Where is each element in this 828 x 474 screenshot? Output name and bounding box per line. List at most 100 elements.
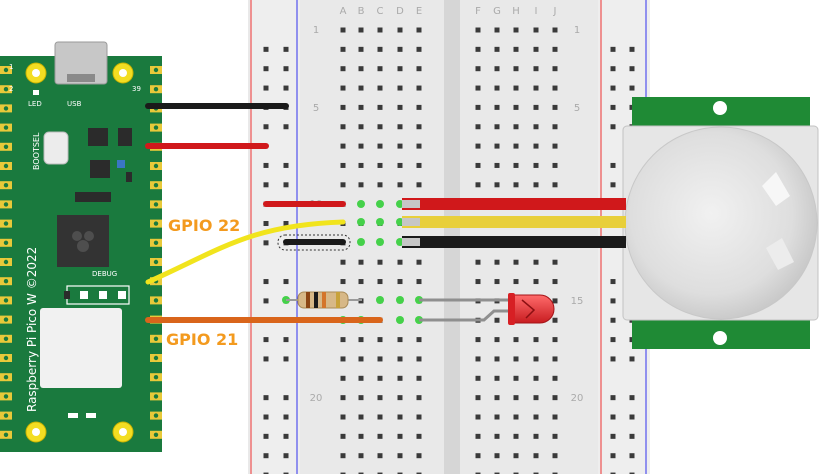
breadboard-hole[interactable] (513, 337, 519, 343)
breadboard-hole[interactable] (552, 337, 558, 343)
breadboard-hole[interactable] (552, 414, 558, 420)
breadboard-hole[interactable] (358, 356, 364, 362)
breadboard-hole[interactable] (416, 337, 422, 343)
breadboard-hole[interactable] (533, 124, 539, 130)
breadboard-hole[interactable] (475, 143, 481, 149)
breadboard-hole[interactable] (552, 395, 558, 401)
rail-hole[interactable] (263, 240, 269, 246)
breadboard-hole[interactable] (494, 414, 500, 420)
breadboard-hole[interactable] (475, 104, 481, 110)
rail-hole[interactable] (263, 395, 269, 401)
breadboard-hole[interactable] (377, 337, 383, 343)
breadboard-hole[interactable] (377, 472, 383, 474)
rail-hole[interactable] (629, 453, 635, 459)
breadboard-hole[interactable] (397, 375, 403, 381)
breadboard-hole[interactable] (552, 46, 558, 52)
breadboard-hole[interactable] (552, 182, 558, 188)
breadboard-hole[interactable] (358, 472, 364, 474)
breadboard-hole[interactable] (475, 259, 481, 265)
rail-hole[interactable] (283, 162, 289, 168)
breadboard-hole[interactable] (552, 472, 558, 474)
rail-hole[interactable] (283, 433, 289, 439)
rail-hole[interactable] (263, 182, 269, 188)
breadboard-hole[interactable] (416, 414, 422, 420)
breadboard-hole[interactable] (552, 85, 558, 91)
breadboard-hole[interactable] (358, 375, 364, 381)
breadboard-hole[interactable] (552, 259, 558, 265)
rail-hole[interactable] (610, 453, 616, 459)
breadboard-hole[interactable] (358, 85, 364, 91)
breadboard-hole[interactable] (397, 279, 403, 285)
breadboard-hole[interactable] (494, 124, 500, 130)
breadboard-hole[interactable] (358, 124, 364, 130)
rail-hole[interactable] (263, 66, 269, 72)
rail-hole[interactable] (629, 395, 635, 401)
breadboard-hole[interactable] (340, 162, 346, 168)
breadboard-hole[interactable] (552, 356, 558, 362)
breadboard-hole[interactable] (416, 433, 422, 439)
breadboard-hole[interactable] (377, 143, 383, 149)
rail-hole[interactable] (263, 453, 269, 459)
rail-hole[interactable] (263, 46, 269, 52)
breadboard-hole[interactable] (494, 472, 500, 474)
rail-hole[interactable] (610, 356, 616, 362)
breadboard-hole[interactable] (397, 162, 403, 168)
rail-hole[interactable] (610, 298, 616, 304)
breadboard-hole[interactable] (552, 124, 558, 130)
breadboard-hole[interactable] (513, 162, 519, 168)
breadboard-hole[interactable] (552, 27, 558, 33)
breadboard-hole[interactable] (416, 472, 422, 474)
breadboard-hole[interactable] (552, 433, 558, 439)
breadboard-hole[interactable] (340, 104, 346, 110)
breadboard-hole[interactable] (397, 337, 403, 343)
breadboard-hole[interactable] (416, 395, 422, 401)
breadboard-hole[interactable] (340, 279, 346, 285)
rail-hole[interactable] (283, 85, 289, 91)
rail-hole[interactable] (610, 124, 616, 130)
breadboard-hole[interactable] (533, 453, 539, 459)
breadboard-hole[interactable] (533, 143, 539, 149)
rail-hole[interactable] (610, 337, 616, 343)
breadboard-hole[interactable] (377, 162, 383, 168)
breadboard-hole[interactable] (533, 162, 539, 168)
breadboard-hole[interactable] (377, 85, 383, 91)
breadboard-hole[interactable] (494, 259, 500, 265)
breadboard-hole[interactable] (533, 66, 539, 72)
breadboard-hole[interactable] (533, 46, 539, 52)
breadboard-hole[interactable] (475, 337, 481, 343)
breadboard-hole[interactable] (397, 143, 403, 149)
breadboard-hole[interactable] (494, 375, 500, 381)
rail-hole[interactable] (283, 46, 289, 52)
rail-hole[interactable] (283, 356, 289, 362)
breadboard-hole[interactable] (377, 182, 383, 188)
breadboard-hole[interactable] (358, 433, 364, 439)
breadboard-hole[interactable] (494, 66, 500, 72)
breadboard-hole[interactable] (475, 46, 481, 52)
breadboard-hole[interactable] (397, 259, 403, 265)
breadboard-hole[interactable] (416, 85, 422, 91)
breadboard-hole[interactable] (533, 375, 539, 381)
breadboard-hole[interactable] (358, 46, 364, 52)
breadboard-hole[interactable] (377, 124, 383, 130)
breadboard-hole[interactable] (552, 279, 558, 285)
breadboard-hole[interactable] (513, 27, 519, 33)
breadboard-hole[interactable] (416, 279, 422, 285)
rail-hole[interactable] (610, 85, 616, 91)
breadboard-hole[interactable] (416, 259, 422, 265)
breadboard-hole[interactable] (358, 259, 364, 265)
breadboard-hole[interactable] (416, 104, 422, 110)
breadboard-hole[interactable] (377, 279, 383, 285)
rail-hole[interactable] (263, 414, 269, 420)
breadboard-hole[interactable] (377, 356, 383, 362)
rail-hole[interactable] (263, 298, 269, 304)
breadboard-hole[interactable] (533, 85, 539, 91)
rail-hole[interactable] (263, 472, 269, 474)
breadboard-hole[interactable] (377, 433, 383, 439)
breadboard-hole[interactable] (397, 414, 403, 420)
rail-hole[interactable] (263, 221, 269, 226)
breadboard-hole[interactable] (475, 66, 481, 72)
rail-hole[interactable] (263, 279, 269, 285)
rail-hole[interactable] (610, 46, 616, 52)
breadboard-hole[interactable] (533, 395, 539, 401)
breadboard-hole[interactable] (475, 182, 481, 188)
